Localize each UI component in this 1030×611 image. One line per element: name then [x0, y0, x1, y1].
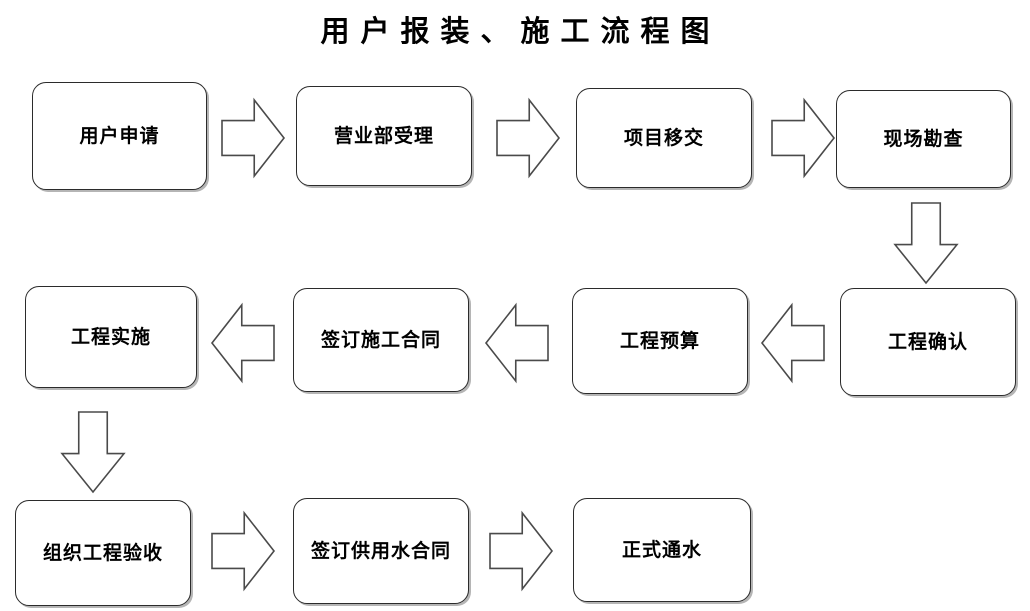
flow-node-label: 现场勘查	[883, 128, 964, 150]
flow-arrow-left	[210, 302, 275, 384]
flow-node-label: 工程确认	[887, 331, 968, 353]
flow-arrow-right	[211, 510, 276, 592]
flow-arrow-left	[760, 302, 825, 384]
flow-arrow-right	[221, 97, 286, 179]
flow-node-n1[interactable]: 用户申请	[32, 82, 207, 190]
flow-node-n7[interactable]: 签订施工合同	[293, 288, 469, 392]
page-title: 用户报装、施工流程图	[320, 16, 721, 48]
flow-node-label: 用户申请	[79, 125, 160, 147]
flow-node-label: 组织工程验收	[42, 542, 163, 564]
flow-arrow-right	[489, 510, 554, 592]
flow-node-label: 签订供用水合同	[310, 540, 451, 562]
flow-node-label: 项目移交	[623, 127, 704, 149]
flow-arrow-right	[771, 97, 836, 179]
flow-node-label: 正式通水	[621, 539, 702, 561]
flow-arrow-left	[484, 302, 549, 384]
flow-node-n3[interactable]: 项目移交	[576, 88, 752, 188]
flow-node-label: 工程实施	[70, 326, 151, 348]
flow-node-n8[interactable]: 工程实施	[25, 286, 197, 388]
flow-arrow-down	[60, 411, 126, 494]
flow-arrow-down	[893, 202, 959, 285]
flow-node-label: 营业部受理	[333, 125, 434, 147]
flow-node-n9[interactable]: 组织工程验收	[15, 500, 191, 606]
flow-node-n6[interactable]: 工程预算	[572, 288, 748, 394]
flow-node-label: 签订施工合同	[320, 329, 441, 351]
flow-node-n4[interactable]: 现场勘查	[836, 90, 1011, 188]
flow-node-n10[interactable]: 签订供用水合同	[293, 498, 469, 604]
flow-node-n5[interactable]: 工程确认	[840, 288, 1016, 396]
flow-node-label: 工程预算	[619, 330, 700, 352]
flow-node-n11[interactable]: 正式通水	[573, 498, 751, 602]
flow-arrow-right	[496, 97, 561, 179]
flow-node-n2[interactable]: 营业部受理	[296, 86, 472, 186]
